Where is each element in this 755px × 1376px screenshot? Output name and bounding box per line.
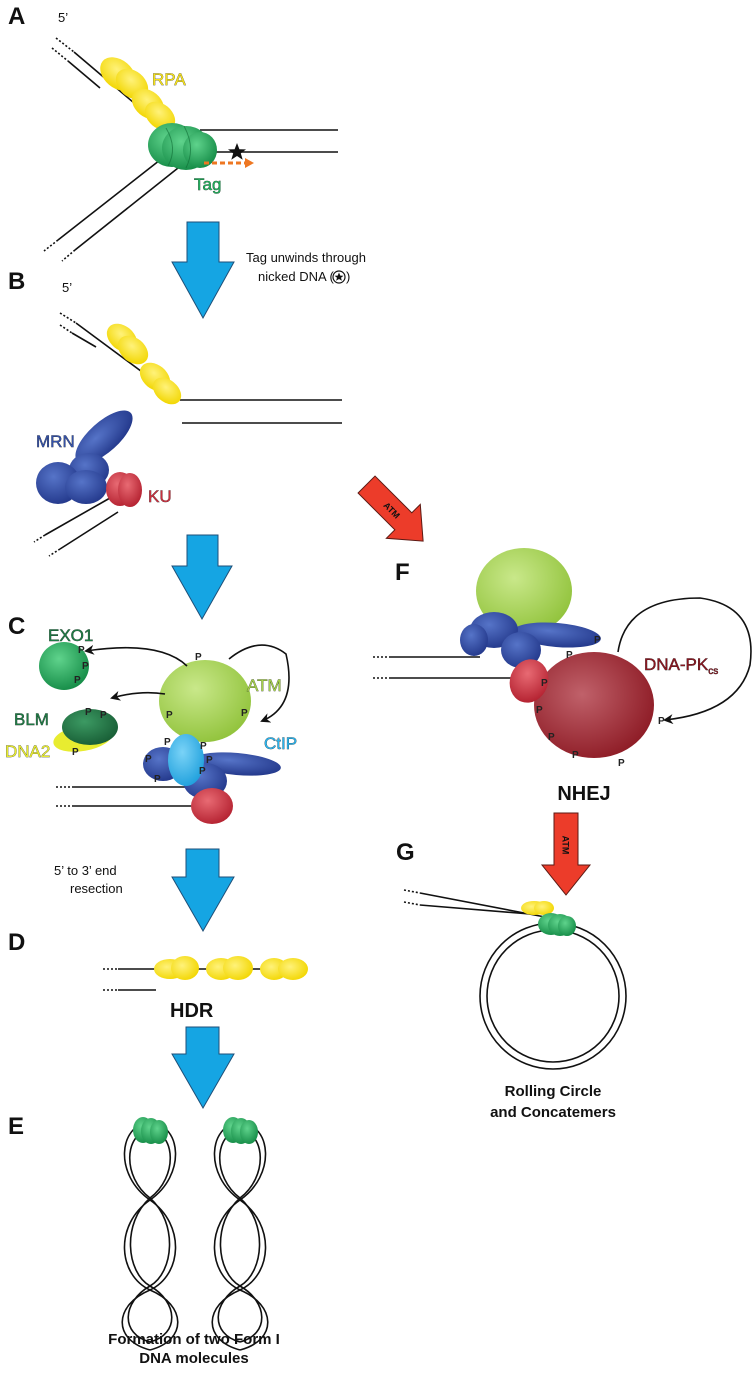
dnapk-label: DNA-PKcs <box>644 655 718 677</box>
mrn-label: MRN <box>36 432 75 451</box>
blm-label: BLM <box>14 710 49 729</box>
exo1-label: EXO1 <box>48 626 93 645</box>
rpa-label: RPA <box>152 70 186 89</box>
phospho-mark: P <box>195 652 202 663</box>
star-icon <box>228 143 246 160</box>
atm-arrow-icon: ATM <box>357 475 424 542</box>
ctip-label: CtIP <box>264 734 297 753</box>
tag-note-line2: nicked DNA ( <box>258 269 335 284</box>
five-prime-label-a: 5’ <box>58 10 68 25</box>
tag-note-line1: Tag unwinds through <box>246 250 366 265</box>
phospho-mark: P <box>74 675 81 686</box>
phospho-mark: P <box>164 737 171 748</box>
phospho-mark: P <box>536 705 543 716</box>
phosphorylation-arrows-c <box>84 644 290 723</box>
form1-caption-line1: Formation of two Form I <box>108 1331 280 1348</box>
panel-label-b: B <box>8 268 25 295</box>
atm-arrow-icon: ATM <box>540 812 592 896</box>
phospho-mark: P <box>85 707 92 718</box>
form1-dna-molecule-2 <box>211 1121 269 1351</box>
rpa-protein-g <box>521 901 554 915</box>
dna2-label: DNA2 <box>5 742 50 761</box>
phospho-mark: P <box>594 635 601 646</box>
panel-label-g: G <box>396 839 415 866</box>
phospho-mark: P <box>72 747 79 758</box>
tag-label: Tag <box>194 175 221 194</box>
hdr-label: HDR <box>170 1000 214 1022</box>
tag-protein-a <box>148 123 217 170</box>
rpa-protein-a <box>100 57 176 131</box>
nhej-label: NHEJ <box>557 783 610 805</box>
mrn-protein-b <box>36 410 133 504</box>
autophosphorylation-arrow-f <box>617 597 752 725</box>
tag-protein-e1 <box>133 1117 168 1144</box>
panel-label-f: F <box>395 559 410 586</box>
phospho-mark: P <box>658 716 665 727</box>
phospho-mark: P <box>82 661 89 672</box>
rolling-caption-line2: and Concatemers <box>490 1104 616 1121</box>
flow-arrow-icon <box>171 1026 235 1110</box>
phospho-marks-c: P P P P P P P P P P P P P P P <box>72 645 248 785</box>
panel-label-a: A <box>8 3 25 30</box>
panel-label-c: C <box>8 613 25 640</box>
rolling-circle-dna <box>479 922 627 1070</box>
phospho-mark: P <box>206 755 213 766</box>
phospho-mark: P <box>145 754 152 765</box>
form1-dna-molecule-1 <box>121 1121 179 1351</box>
phospho-mark: P <box>548 732 555 743</box>
nhej-complex-f <box>460 548 654 758</box>
phospho-marks-f: P P P P P P P P <box>536 635 665 769</box>
ku-protein-b <box>106 472 142 507</box>
ku-label: KU <box>148 487 172 506</box>
panel-label-d: D <box>8 929 25 956</box>
phospho-mark: P <box>241 708 248 719</box>
tag-protein-g <box>538 913 576 936</box>
atm-label: ATM <box>247 676 282 695</box>
phospho-mark: P <box>100 710 107 721</box>
phospho-mark: P <box>541 678 548 689</box>
panel-label-e: E <box>8 1113 24 1140</box>
exo1-protein <box>39 642 89 690</box>
resection-label-line2: resection <box>70 881 123 896</box>
dna-fork-a <box>43 37 338 262</box>
flow-arrow-icon <box>171 848 235 933</box>
rolling-caption-line1: Rolling Circle <box>505 1083 602 1100</box>
phospho-mark: P <box>618 758 625 769</box>
circled-star-icon <box>332 270 346 284</box>
phospho-mark: P <box>200 741 207 752</box>
flow-arrow-icon <box>171 221 235 320</box>
form1-caption-line2: DNA molecules <box>139 1350 248 1367</box>
rpa-coated-strand-d <box>154 956 308 980</box>
tag-protein-e2 <box>223 1117 258 1144</box>
atm-arrow-label-2: ATM <box>561 836 571 855</box>
phospho-mark: P <box>166 710 173 721</box>
phospho-mark: P <box>154 774 161 785</box>
five-prime-label-b: 5’ <box>62 280 72 295</box>
phospho-mark: P <box>78 645 85 656</box>
tag-direction-arrow <box>204 158 254 168</box>
phospho-mark: P <box>572 750 579 761</box>
atm-complex-c <box>143 660 281 824</box>
blm-protein <box>62 709 118 745</box>
resection-label-line1: 5’ to 3’ end <box>54 863 117 878</box>
phospho-mark: P <box>566 650 573 661</box>
phospho-mark: P <box>199 766 206 777</box>
flow-arrow-icon <box>171 534 233 621</box>
dna-end-g <box>403 889 546 918</box>
tag-note-line2-end: ) <box>346 269 350 284</box>
dna-end-b <box>33 312 342 557</box>
dna-end-c <box>56 786 200 807</box>
rpa-protein-b <box>106 323 182 405</box>
